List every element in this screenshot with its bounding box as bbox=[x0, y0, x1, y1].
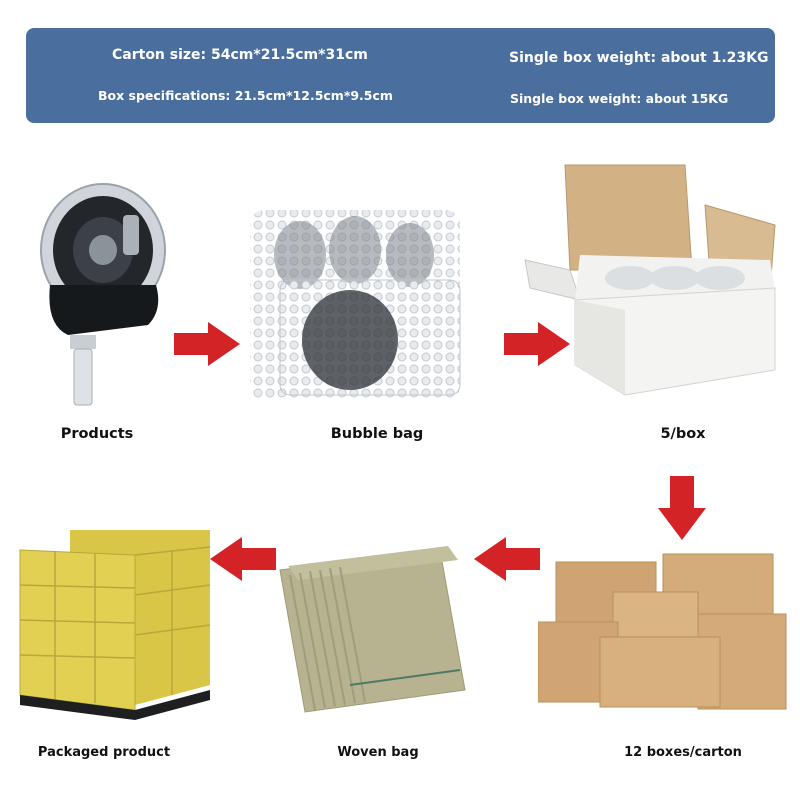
red-arrow-icon bbox=[474, 537, 540, 581]
open-box-image bbox=[524, 164, 776, 396]
single-box-weight-text: Single box weight: about 1.23KG bbox=[509, 50, 769, 66]
red-arrow-icon bbox=[174, 322, 240, 366]
red-arrow-icon bbox=[504, 322, 570, 366]
woven-bag-image bbox=[279, 546, 466, 713]
box-specifications-text: Box specifications: 21.5cm*12.5cm*9.5cm bbox=[98, 88, 393, 103]
specs-banner: Carton size: 54cm*21.5cm*31cm Box specif… bbox=[26, 28, 775, 123]
woven-bag-label: Woven bag bbox=[337, 745, 419, 760]
pallet-image bbox=[19, 530, 211, 720]
products-label: Products bbox=[60, 426, 134, 442]
red-arrow-icon bbox=[658, 476, 706, 540]
red-arrow-icon bbox=[210, 537, 276, 581]
carton-size-text: Carton size: 54cm*21.5cm*31cm bbox=[112, 47, 368, 63]
packaged-product-label: Packaged product bbox=[37, 745, 171, 760]
bubble-bag-image bbox=[250, 210, 461, 400]
bubble-bag-label: Bubble bag bbox=[330, 426, 424, 442]
caster-wheel-image bbox=[40, 183, 166, 406]
boxes-per-carton-label: 12 boxes/carton bbox=[624, 745, 742, 760]
per-box-label: 5/box bbox=[660, 426, 706, 442]
cardboard-boxes-image bbox=[538, 553, 787, 710]
single-box-weight-text-2: Single box weight: about 15KG bbox=[510, 91, 729, 106]
